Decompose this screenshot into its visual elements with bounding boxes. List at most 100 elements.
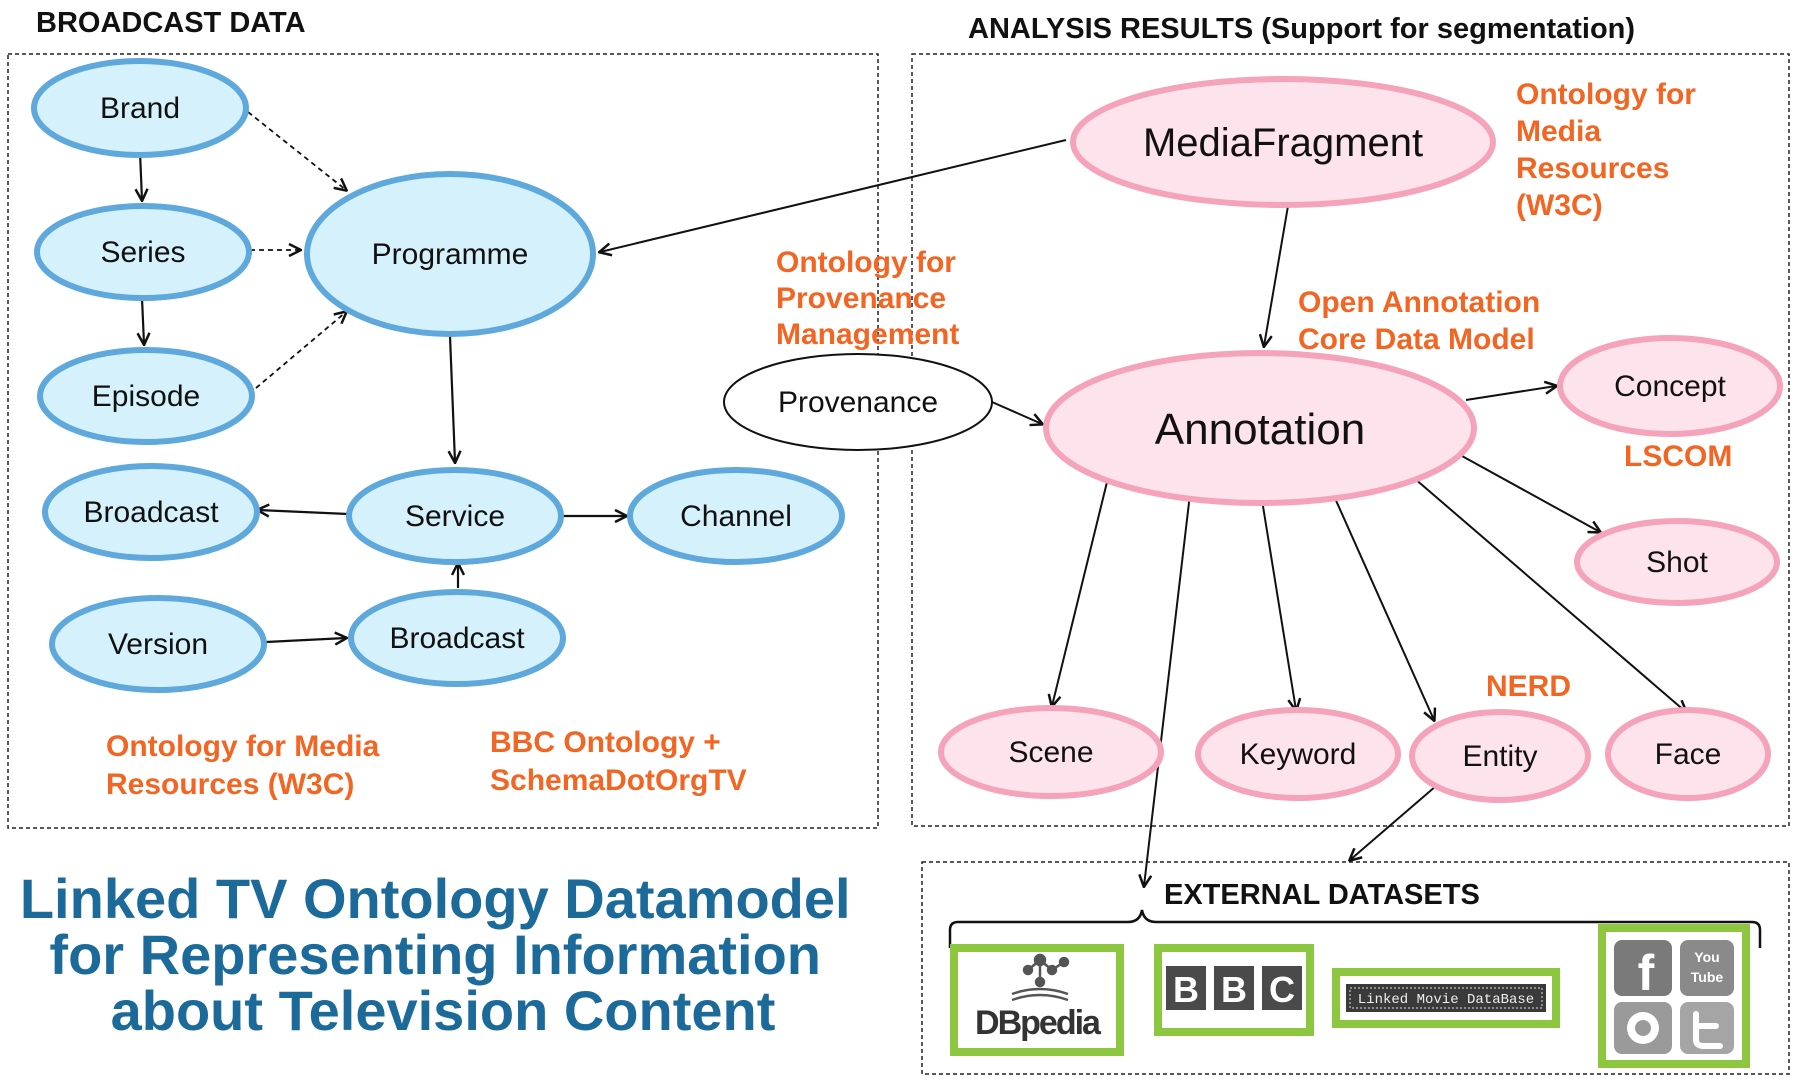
edge-annotation-shot	[1461, 455, 1600, 532]
node-episode-label: Episode	[92, 380, 200, 413]
dbpedia-network-icon	[1011, 953, 1070, 1002]
label-bbc-ontology: BBC Ontology + SchemaDotOrgTV	[490, 726, 747, 797]
edge-provenance-annotation	[991, 401, 1042, 424]
node-brand[interactable]: Brand	[31, 58, 249, 158]
main-title-line3: about Television Content	[111, 979, 776, 1042]
label-provenance-ontology-line1: Ontology for	[776, 246, 956, 279]
analysis-edges	[600, 139, 1686, 886]
node-series-label: Series	[100, 236, 185, 269]
node-provenance[interactable]: Provenance	[723, 353, 993, 451]
external-datasets-title: EXTERNAL DATASETS	[1164, 879, 1480, 911]
node-channel[interactable]: Channel	[627, 467, 845, 565]
node-mediafragment-label: MediaFragment	[1143, 121, 1423, 165]
node-broadcast-left[interactable]: Broadcast	[42, 463, 260, 561]
label-lscom: LSCOM	[1624, 440, 1732, 473]
external-datasets-frame	[921, 861, 1790, 1075]
main-title-line2: for Representing Information	[49, 923, 821, 986]
broadcast-data-title: BROADCAST DATA	[36, 7, 306, 39]
facebook-icon-letter: f	[1638, 945, 1655, 1001]
bbc-logo-letter-3: C	[1269, 969, 1295, 1010]
node-service[interactable]: Service	[346, 467, 564, 565]
broadcast-edges	[140, 111, 626, 642]
bbc-logo[interactable]: B B C	[1154, 944, 1314, 1036]
node-entity[interactable]: Entity	[1409, 709, 1591, 803]
node-brand-label: Brand	[100, 92, 180, 125]
youtube-icon-line2: Tube	[1691, 969, 1724, 985]
node-broadcast-left-label: Broadcast	[83, 496, 219, 529]
bbc-logo-letter-2: B	[1221, 969, 1247, 1010]
node-programme-label: Programme	[372, 238, 529, 271]
node-version[interactable]: Version	[49, 595, 267, 693]
main-title-line1: Linked TV Ontology Datamodel	[20, 867, 851, 930]
label-provenance-ontology-line3: Management	[776, 318, 959, 351]
node-broadcast-bottom[interactable]: Broadcast	[348, 589, 566, 687]
node-service-label: Service	[405, 500, 505, 533]
bbc-logo-letter-1: B	[1173, 969, 1199, 1010]
edge-annotation-entity	[1333, 495, 1434, 720]
node-annotation[interactable]: Annotation	[1043, 350, 1477, 506]
label-media-resources-right-line1: Ontology for	[1516, 78, 1696, 111]
youtube-icon	[1680, 940, 1734, 996]
edge-series-episode	[142, 297, 144, 344]
main-title: Linked TV Ontology Datamodel for Represe…	[20, 867, 866, 1042]
edge-annotation-concept	[1465, 386, 1556, 401]
lmdb-logo[interactable]: Linked Movie DataBase	[1332, 968, 1560, 1028]
node-programme[interactable]: Programme	[304, 171, 596, 337]
label-nerd: NERD	[1486, 670, 1571, 703]
edge-annotation-keyword	[1261, 499, 1296, 710]
node-series[interactable]: Series	[34, 203, 252, 301]
dbpedia-logo[interactable]: DBpedia	[950, 944, 1124, 1056]
edge-service-broadcast	[258, 510, 349, 514]
node-channel-label: Channel	[680, 500, 792, 533]
node-keyword-label: Keyword	[1240, 738, 1357, 771]
label-media-resources-right-line2: Media	[1516, 115, 1601, 148]
node-episode[interactable]: Episode	[37, 347, 255, 445]
edge-brand-programme	[247, 111, 346, 190]
node-concept[interactable]: Concept	[1557, 335, 1783, 437]
node-mediafragment[interactable]: MediaFragment	[1070, 76, 1496, 208]
label-media-resources-left: Ontology for Media Resources (W3C)	[106, 730, 388, 801]
node-scene-label: Scene	[1008, 736, 1093, 769]
edge-mediafragment-programme	[600, 139, 1067, 252]
edge-annotation-scene	[1052, 477, 1109, 706]
label-media-resources-right-line4: (W3C)	[1516, 189, 1603, 222]
node-shot[interactable]: Shot	[1574, 518, 1780, 606]
node-keyword[interactable]: Keyword	[1195, 707, 1401, 801]
node-face-label: Face	[1655, 738, 1722, 771]
node-annotation-label: Annotation	[1155, 405, 1365, 454]
label-open-annotation-line1: Open Annotation	[1298, 286, 1540, 319]
edge-brand-series	[140, 151, 142, 200]
label-provenance-ontology-line2: Provenance	[776, 282, 946, 315]
edge-annotation-face	[1413, 477, 1686, 712]
label-open-annotation-line2: Core Data Model	[1298, 323, 1535, 356]
node-entity-label: Entity	[1462, 740, 1537, 773]
node-version-label: Version	[108, 628, 208, 661]
edge-version-broadcast	[265, 638, 346, 642]
edge-mediafragment-annotation	[1264, 205, 1289, 346]
external-datasets-brace	[948, 909, 1762, 948]
social-logos[interactable]: f You Tube	[1598, 924, 1750, 1068]
edge-episode-programme	[255, 312, 346, 389]
label-media-resources-right: Ontology for Media Resources (W3C)	[1516, 78, 1704, 222]
edge-annotation-external	[1144, 493, 1191, 886]
dbpedia-logo-text: DBpedia	[975, 1004, 1102, 1042]
node-scene[interactable]: Scene	[938, 705, 1164, 799]
analysis-results-title: ANALYSIS RESULTS (Support for segmentati…	[968, 13, 1635, 45]
node-provenance-label: Provenance	[778, 386, 938, 419]
node-concept-label: Concept	[1614, 370, 1726, 403]
label-open-annotation: Open Annotation Core Data Model	[1298, 286, 1549, 356]
edge-entity-external	[1350, 785, 1437, 860]
label-provenance-ontology: Ontology for Provenance Management	[776, 246, 964, 351]
label-bbc-ontology-line1: BBC Ontology +	[490, 726, 721, 759]
label-media-resources-left-line2: Resources (W3C)	[106, 768, 354, 801]
node-face[interactable]: Face	[1605, 707, 1771, 801]
facebook-icon	[1614, 940, 1672, 996]
node-shot-label: Shot	[1646, 546, 1708, 579]
youtube-icon-line1: You	[1694, 949, 1719, 965]
label-bbc-ontology-line2: SchemaDotOrgTV	[490, 764, 747, 797]
node-broadcast-bottom-label: Broadcast	[389, 622, 525, 655]
label-media-resources-right-line3: Resources	[1516, 152, 1669, 185]
label-media-resources-left-line1: Ontology for Media	[106, 730, 380, 763]
edge-programme-service	[450, 335, 455, 462]
